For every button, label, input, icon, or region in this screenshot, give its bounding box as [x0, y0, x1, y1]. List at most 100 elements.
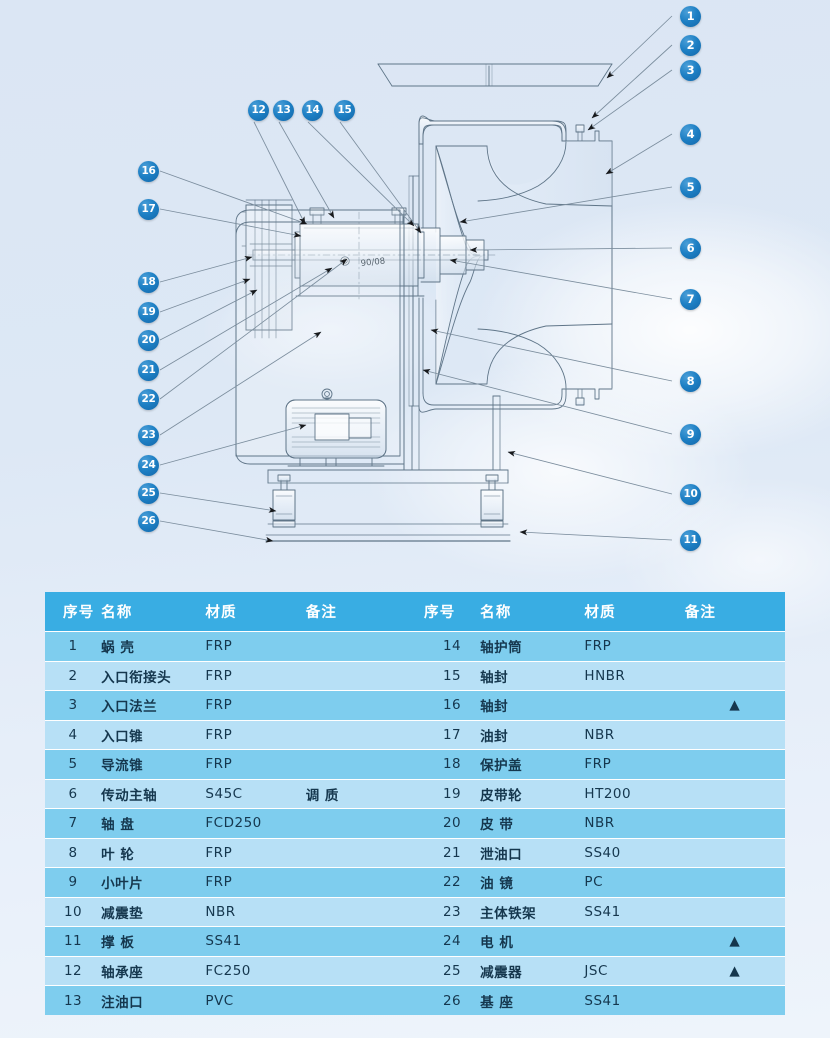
cell-name-right: 皮带轮: [480, 778, 585, 809]
callout-badge-3[interactable]: 3: [680, 60, 701, 81]
volute-casing: [418, 115, 567, 233]
cell-remark-right: ▲: [684, 926, 785, 956]
cell-material-right: NBR: [584, 808, 685, 838]
cell-remark-right: [684, 778, 785, 809]
cell-name-right: 轴封: [480, 690, 585, 720]
cell-material-right: HNBR: [584, 660, 685, 691]
cell-spacer: [405, 631, 424, 661]
cell-name-left: 传动主轴: [101, 778, 206, 809]
cell-remark-left: [305, 867, 406, 897]
callout-badge-19[interactable]: 19: [138, 302, 159, 323]
callout-badge-21[interactable]: 21: [138, 360, 159, 381]
cell-name-right: 轴封: [480, 660, 585, 691]
callout-badge-15[interactable]: 15: [334, 100, 355, 121]
cell-material-left: NBR: [205, 896, 306, 927]
header-name-right: 名称: [480, 592, 585, 632]
cell-no-right: 26: [424, 985, 481, 1015]
cell-name-left: 减震垫: [101, 896, 206, 927]
cell-remark-right: [684, 808, 785, 838]
cell-remark-right: [684, 749, 785, 779]
callout-badge-14[interactable]: 14: [302, 100, 323, 121]
cell-remark-right: ▲: [684, 690, 785, 720]
cell-remark-left: [305, 955, 406, 986]
callout-badge-24[interactable]: 24: [138, 455, 159, 476]
cell-remark-right: [684, 867, 785, 897]
callout-badge-10[interactable]: 10: [680, 484, 701, 505]
cell-remark-right: [684, 837, 785, 868]
cell-remark-left: [305, 926, 406, 956]
cell-no-right: 15: [424, 660, 481, 691]
callout-badge-9[interactable]: 9: [680, 424, 701, 445]
header-material-left: 材质: [205, 592, 306, 632]
cell-material-left: FRP: [205, 719, 306, 750]
cell-name-left: 注油口: [101, 985, 206, 1015]
hub-disc: [408, 175, 420, 407]
cell-no-right: 19: [424, 778, 481, 809]
cell-material-left: FRP: [205, 690, 306, 720]
cell-material-right: JSC: [584, 955, 685, 986]
callout-badge-2[interactable]: 2: [680, 35, 701, 56]
impeller-upper-blade: [435, 141, 613, 233]
callout-badge-16[interactable]: 16: [138, 161, 159, 182]
cell-remark-right: [684, 896, 785, 927]
header-material-right: 材质: [584, 592, 685, 632]
volute-casing-lower: [418, 297, 613, 413]
cell-name-left: 叶 轮: [101, 837, 206, 868]
cell-remark-right: [684, 660, 785, 691]
callout-badge-11[interactable]: 11: [680, 530, 701, 551]
callout-badge-20[interactable]: 20: [138, 330, 159, 351]
cell-remark-left: 调 质: [305, 778, 406, 809]
cell-material-left: SS41: [205, 926, 306, 956]
callout-badge-18[interactable]: 18: [138, 272, 159, 293]
cell-no-left: 11: [45, 926, 102, 956]
callout-badge-23[interactable]: 23: [138, 425, 159, 446]
cell-no-left: 3: [45, 690, 102, 720]
callout-badge-4[interactable]: 4: [680, 124, 701, 145]
cell-name-left: 入口衔接头: [101, 660, 206, 691]
callout-badge-12[interactable]: 12: [248, 100, 269, 121]
parts-table-head: 序号 名称 材质 备注 序号 名称 材质 备注: [45, 592, 785, 632]
callout-leader-lines: [159, 15, 673, 543]
callout-badge-17[interactable]: 17: [138, 199, 159, 220]
callout-badge-26[interactable]: 26: [138, 511, 159, 532]
header-name-left: 名称: [101, 592, 206, 632]
cell-material-right: [584, 690, 685, 720]
cell-spacer: [405, 719, 424, 750]
callout-badge-25[interactable]: 25: [138, 483, 159, 504]
cell-no-right: 18: [424, 749, 481, 779]
cell-material-right: FRP: [584, 631, 685, 661]
callout-badge-7[interactable]: 7: [680, 289, 701, 310]
support-plate: [492, 395, 501, 471]
parts-table-header-row: 序号 名称 材质 备注 序号 名称 材质 备注: [45, 592, 785, 632]
cell-material-left: FRP: [205, 867, 306, 897]
callout-badge-5[interactable]: 5: [680, 177, 701, 198]
cell-remark-left: [305, 985, 406, 1015]
cell-material-left: FRP: [205, 837, 306, 868]
shaft-stamp-label: 90/08: [360, 256, 385, 269]
vibration-damper-right: [480, 474, 504, 528]
cell-material-right: FRP: [584, 749, 685, 779]
callout-badge-6[interactable]: 6: [680, 238, 701, 259]
cell-spacer: [405, 660, 424, 691]
cell-spacer: [405, 808, 424, 838]
cell-name-left: 入口锥: [101, 719, 206, 750]
cell-remark-left: [305, 808, 406, 838]
callout-badge-8[interactable]: 8: [680, 371, 701, 392]
callout-badge-22[interactable]: 22: [138, 389, 159, 410]
callout-badge-13[interactable]: 13: [273, 100, 294, 121]
cell-material-left: S45C: [205, 778, 306, 809]
cell-spacer: [405, 778, 424, 809]
callout-badge-1[interactable]: 1: [680, 6, 701, 27]
cell-name-left: 小叶片: [101, 867, 206, 897]
cell-spacer: [405, 867, 424, 897]
cell-no-left: 12: [45, 955, 102, 986]
